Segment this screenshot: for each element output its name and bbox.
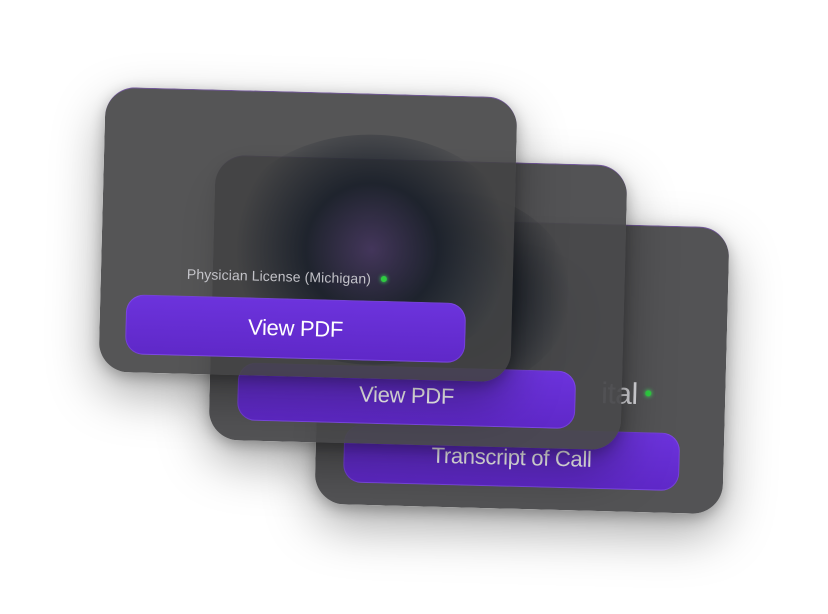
physician-license-card: Physician License (Michigan) View PDF bbox=[98, 86, 518, 383]
view-pdf-button[interactable]: View PDF bbox=[124, 294, 467, 364]
document-label-text: Physician License (Michigan) bbox=[186, 265, 372, 287]
view-pdf-button-label: View PDF bbox=[358, 381, 455, 409]
view-pdf-button-label: View PDF bbox=[247, 314, 344, 342]
status-dot-icon bbox=[645, 390, 652, 397]
status-dot-icon bbox=[380, 276, 388, 283]
document-label: Physician License (Michigan) bbox=[186, 265, 388, 287]
